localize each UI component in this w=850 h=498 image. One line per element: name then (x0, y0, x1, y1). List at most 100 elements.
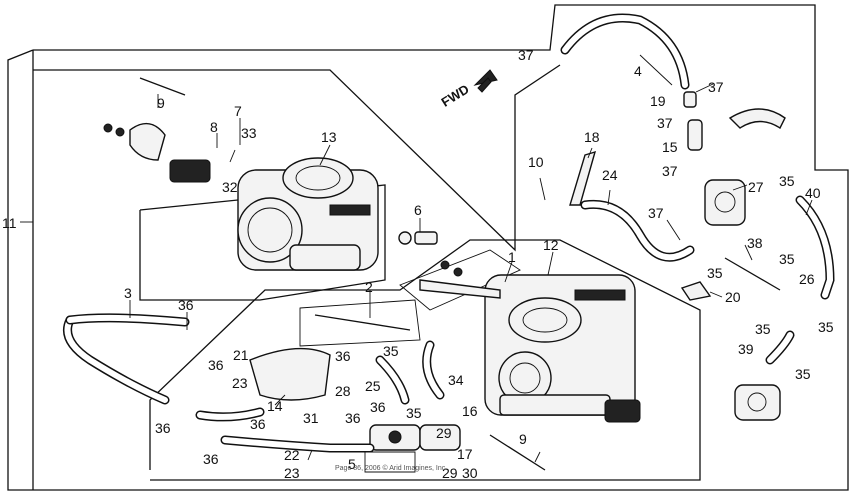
callout-11: 11 (2, 215, 17, 231)
callout-6: 6 (414, 202, 422, 218)
callout-31: 31 (303, 410, 319, 426)
upper-panel (33, 64, 561, 252)
spring-left (169, 159, 211, 183)
jet-parts-6 (398, 231, 463, 277)
callout-12: 12 (543, 237, 559, 253)
callout-35-g: 35 (383, 343, 399, 359)
callout-36-d: 36 (370, 399, 386, 415)
leader-lines (20, 54, 813, 463)
callout-7: 7 (234, 103, 242, 119)
callout-37-a: 37 (518, 47, 534, 63)
carburetor-12 (484, 274, 636, 416)
callout-13: 13 (321, 129, 337, 145)
bracket (728, 108, 786, 130)
fwd-arrow-icon (473, 69, 498, 93)
callout-22: 22 (284, 447, 300, 463)
callout-36-h: 36 (203, 451, 219, 467)
callout-28: 28 (335, 383, 351, 399)
callout-40: 40 (805, 185, 821, 201)
callout-35-h: 35 (406, 405, 422, 421)
callout-25: 25 (365, 378, 381, 394)
spring-right (604, 399, 641, 423)
callout-19: 19 (650, 93, 666, 109)
callout-2: 2 (365, 279, 373, 295)
rod-38 (724, 257, 781, 291)
callout-35-b: 35 (707, 265, 723, 281)
callout-21: 21 (233, 347, 249, 363)
throttle-cam (103, 122, 166, 161)
callout-29-b: 29 (442, 465, 458, 481)
callout-37-b: 37 (708, 79, 724, 95)
cover-14 (249, 347, 331, 401)
lever-18 (569, 150, 597, 206)
callout-37-d: 37 (662, 163, 678, 179)
callout-32: 32 (222, 179, 238, 195)
callout-23-a: 23 (232, 375, 248, 391)
hose-39 (765, 330, 795, 365)
callout-36-g: 36 (155, 420, 171, 436)
carburetor-13 (237, 157, 379, 271)
callout-33: 33 (241, 125, 257, 141)
callout-3: 3 (124, 285, 132, 301)
callout-30: 30 (462, 465, 478, 481)
hose-24 (580, 199, 695, 262)
panel-5-box (364, 451, 416, 473)
callout-36-f: 36 (250, 416, 266, 432)
float-parts (369, 424, 461, 451)
callout-labels: 11 9 7 8 33 32 13 6 1 12 2 3 36 37 4 37 … (2, 47, 834, 481)
callout-4: 4 (634, 63, 642, 79)
panel-1-box (399, 249, 521, 311)
callout-16: 16 (462, 403, 478, 419)
callout-23-b: 23 (284, 465, 300, 481)
callout-20: 20 (725, 289, 741, 305)
callout-18: 18 (584, 129, 600, 145)
hose-3 (63, 313, 190, 405)
callout-36-a: 36 (178, 297, 194, 313)
hose-36-left (195, 407, 265, 422)
callout-34: 34 (448, 372, 464, 388)
callout-35-f: 35 (795, 366, 811, 382)
callout-38: 38 (747, 235, 763, 251)
outer-frame (7, 4, 849, 491)
callout-29-a: 29 (436, 425, 452, 441)
hose-22 (220, 435, 375, 453)
callout-35-e: 35 (755, 321, 771, 337)
callout-8: 8 (210, 119, 218, 135)
callout-26: 26 (799, 271, 815, 287)
cap-20 (680, 281, 712, 301)
callout-35-c: 35 (779, 251, 795, 267)
callout-36-b: 36 (335, 348, 351, 364)
callout-10: 10 (528, 154, 544, 170)
callout-37-e: 37 (648, 205, 664, 221)
screw-9-bottom (489, 434, 546, 471)
callout-35-d: 35 (818, 319, 834, 335)
hose-25 (375, 355, 410, 405)
hose-40 (795, 195, 835, 300)
callout-14: 14 (267, 398, 283, 414)
filter-15 (687, 119, 703, 151)
screw-9-top (139, 77, 186, 96)
callout-17: 17 (457, 446, 473, 462)
callout-39: 39 (738, 341, 754, 357)
callout-35-a: 35 (779, 173, 795, 189)
fuel-valve (734, 384, 781, 421)
rod-2 (314, 314, 411, 331)
callout-36-c: 36 (208, 357, 224, 373)
callout-27: 27 (748, 179, 764, 195)
callout-37-c: 37 (657, 115, 673, 131)
callout-15: 15 (662, 139, 678, 155)
joint-19 (683, 91, 697, 108)
copyright-note: Page 86, 2006 © Arid Imagines, Inc. (335, 464, 447, 472)
callout-9-top: 9 (157, 95, 165, 111)
panel-2-box (299, 299, 421, 347)
joint-pipe-1 (419, 279, 501, 299)
callout-36-e: 36 (345, 410, 361, 426)
lower-panel (149, 239, 701, 481)
callout-1: 1 (508, 249, 516, 265)
callout-24: 24 (602, 167, 618, 183)
callout-9-bottom: 9 (519, 431, 527, 447)
fwd-label: FWD (439, 81, 472, 109)
fuel-pump-27 (704, 179, 746, 226)
callout-5: 5 (348, 456, 356, 472)
